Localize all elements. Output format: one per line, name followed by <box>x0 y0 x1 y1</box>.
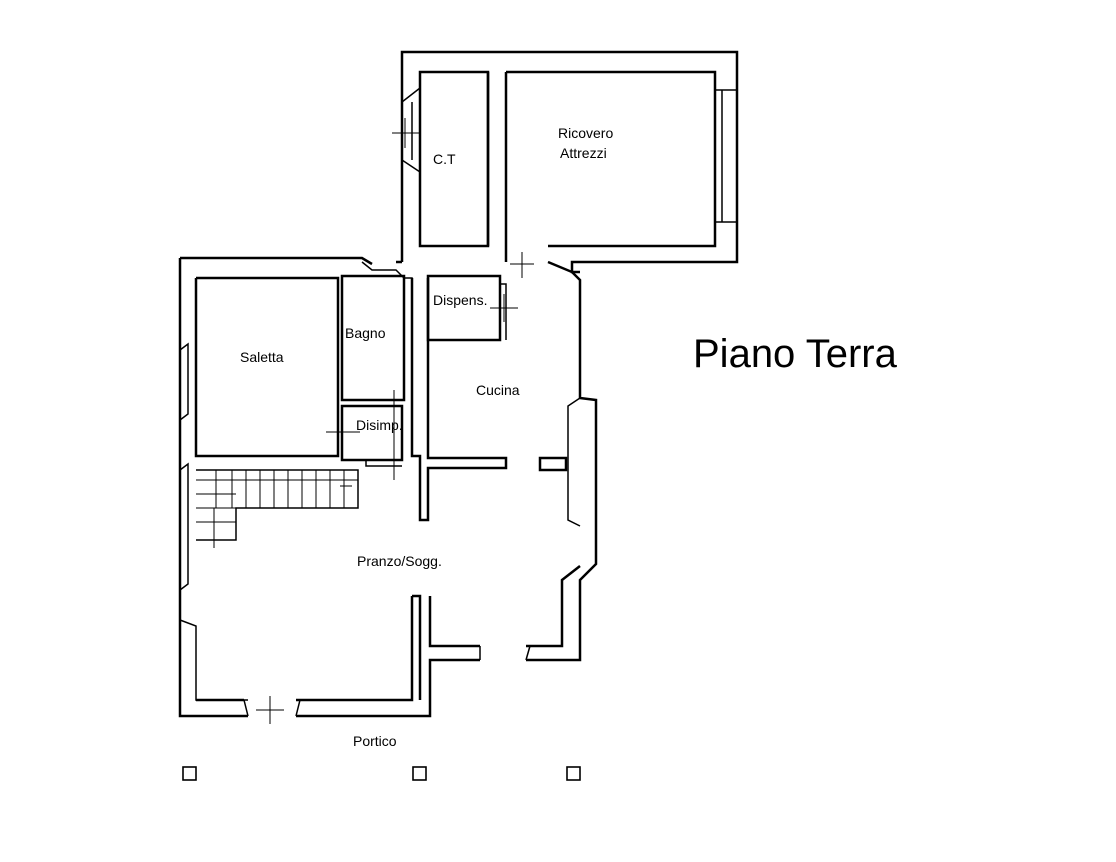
staircase <box>196 469 359 548</box>
room-label-portico: Portico <box>353 733 397 749</box>
room-label-disimpegno: Disimp. <box>356 417 403 433</box>
room-label-ricovero-line2: Attrezzi <box>560 145 607 161</box>
room-label-ct: C.T <box>433 151 456 167</box>
main-walls <box>178 256 598 724</box>
pillar-center <box>412 766 427 781</box>
room-label-bagno: Bagno <box>345 325 386 341</box>
pillar-left <box>182 766 197 781</box>
floor-title: Piano Terra <box>693 332 898 376</box>
room-label-dispensa: Dispens. <box>433 292 487 308</box>
room-label-cucina: Cucina <box>476 382 520 398</box>
room-label-pranzo: Pranzo/Sogg. <box>357 553 442 569</box>
portico-pillars <box>182 766 581 781</box>
room-label-saletta: Saletta <box>240 349 284 365</box>
partitions <box>326 252 581 700</box>
room-label-ricovero-line1: Ricovero <box>558 125 613 141</box>
pillar-right <box>566 766 581 781</box>
